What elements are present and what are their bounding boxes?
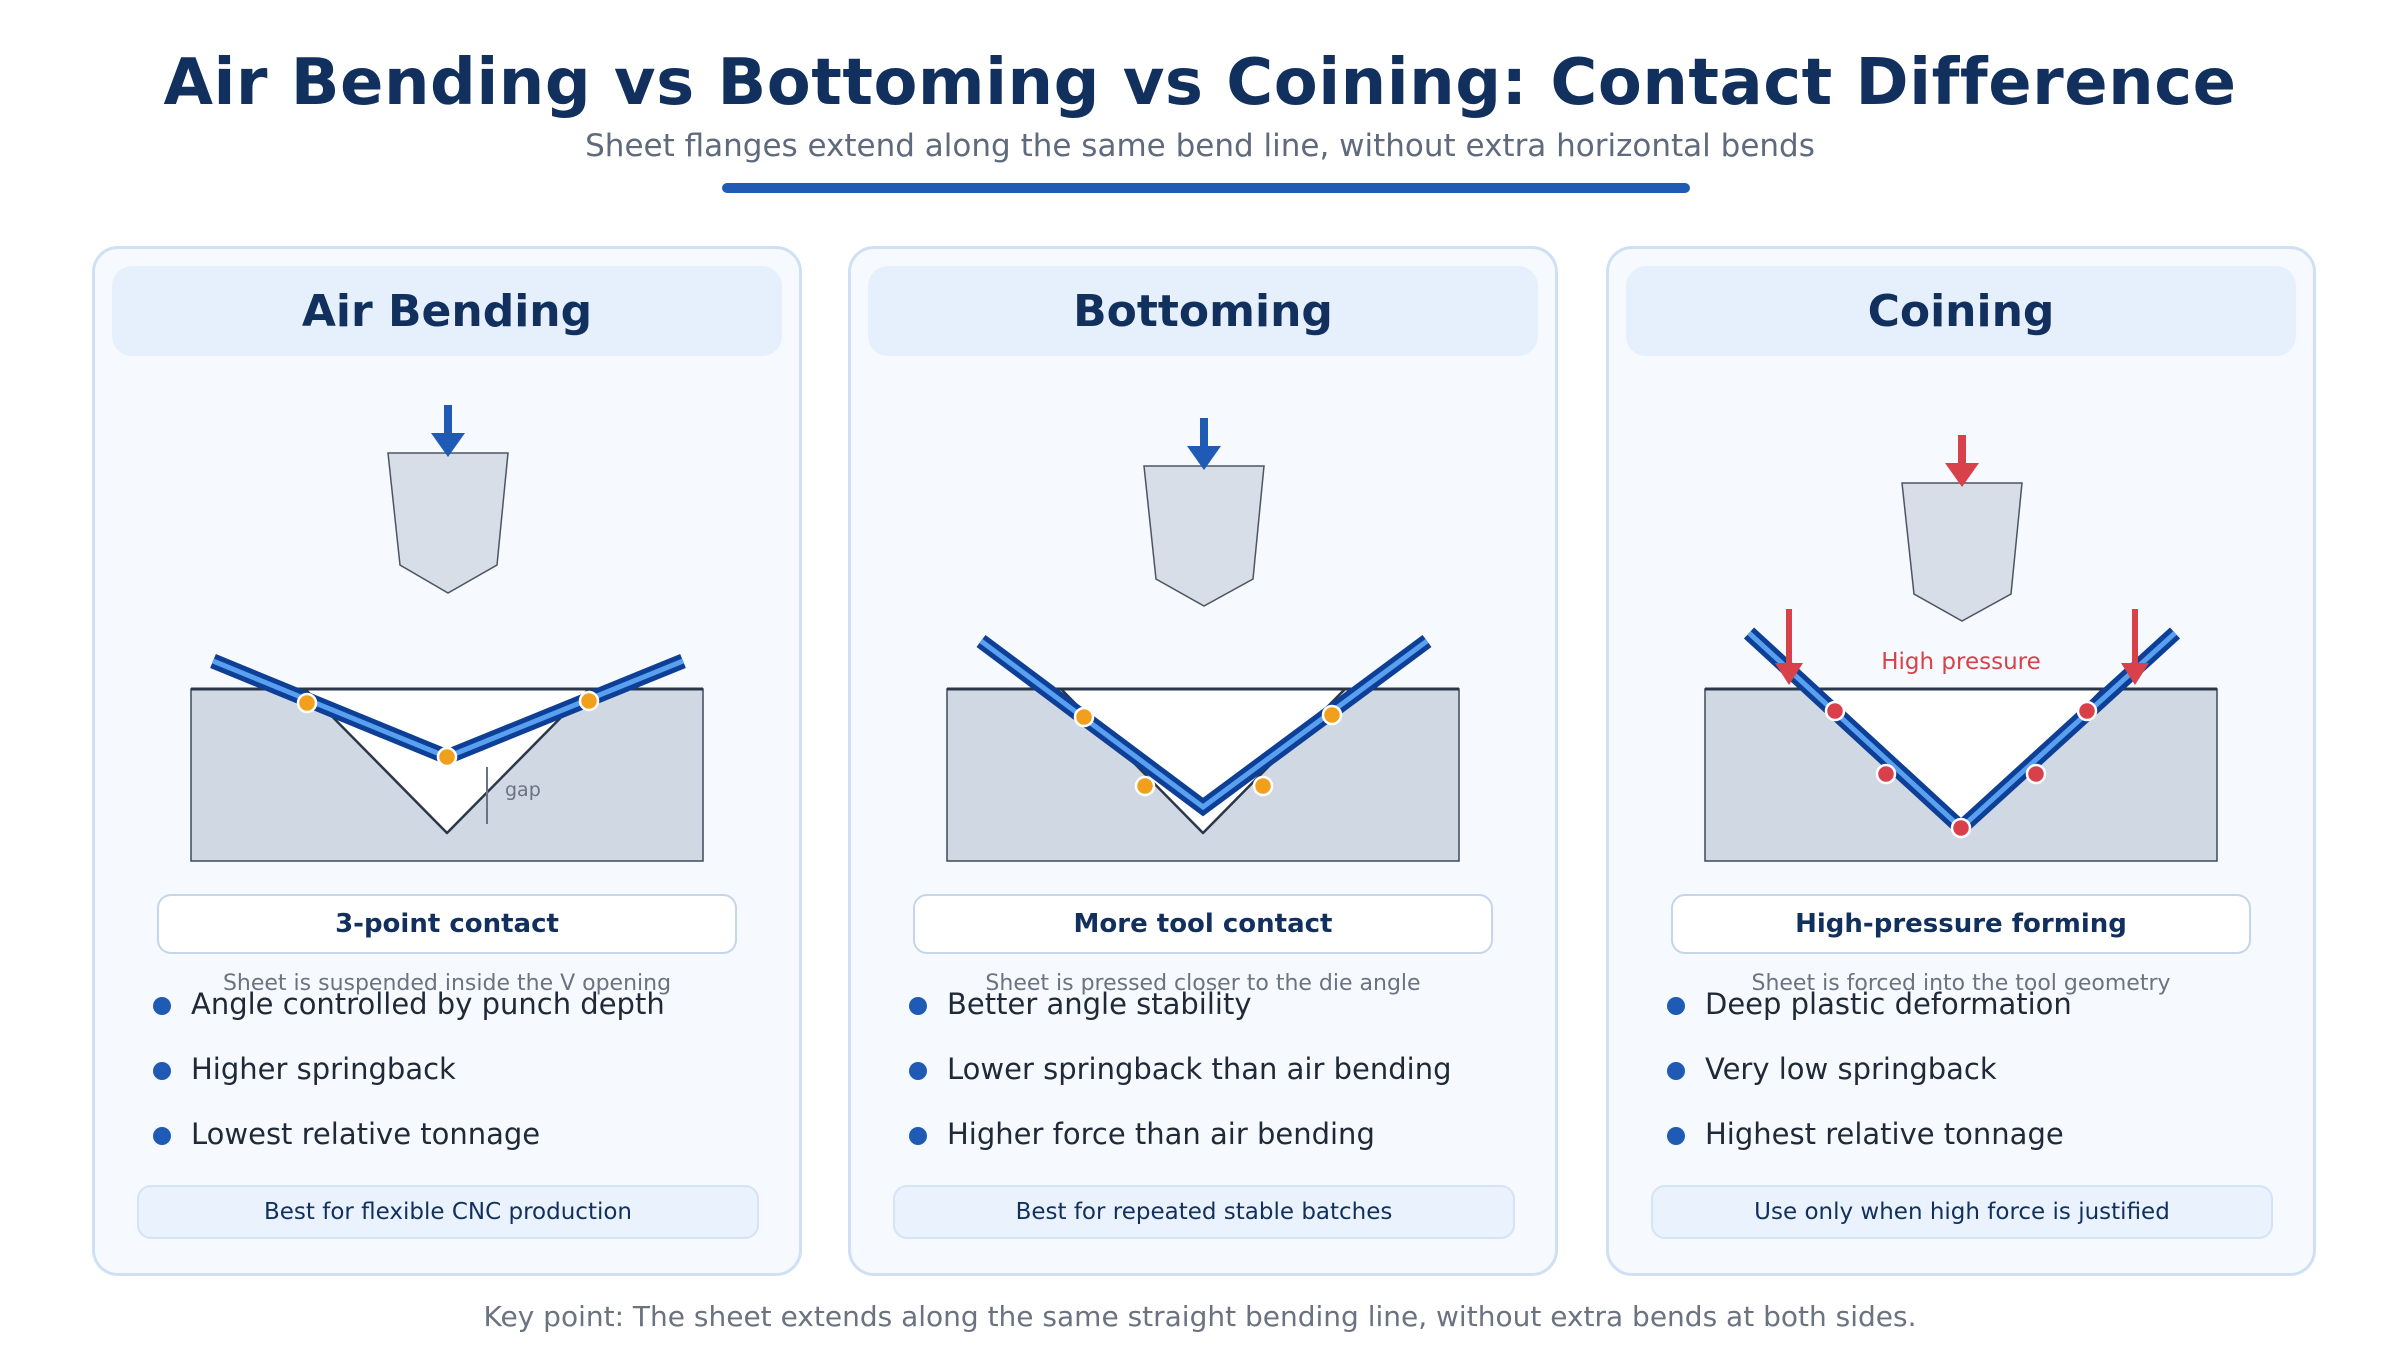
contact-point bbox=[1252, 775, 1274, 797]
bottoming-diagram bbox=[946, 418, 1460, 862]
pressure-point bbox=[2025, 763, 2047, 785]
best-for-note: Best for repeated stable batches bbox=[893, 1185, 1515, 1239]
bullet-dot-icon bbox=[1667, 1127, 1685, 1145]
contact-point bbox=[1073, 706, 1095, 728]
down-arrow-icon bbox=[1945, 435, 1979, 487]
page-title: Air Bending vs Bottoming vs Coining: Con… bbox=[163, 46, 2237, 120]
bullet-list: Angle controlled by punch depth Higher s… bbox=[153, 987, 665, 1182]
contact-point bbox=[1321, 704, 1343, 726]
list-item: Better angle stability bbox=[909, 987, 1451, 1052]
contact-type-label: 3-point contact bbox=[157, 894, 737, 954]
pressure-point bbox=[2076, 700, 2098, 722]
punch bbox=[387, 452, 509, 594]
footer-note: Key point: The sheet extends along the s… bbox=[483, 1300, 1917, 1333]
bullet-dot-icon bbox=[153, 1127, 171, 1145]
bullet-dot-icon bbox=[153, 1062, 171, 1080]
list-item: Higher springback bbox=[153, 1052, 665, 1117]
contact-point bbox=[1134, 775, 1156, 797]
air-bending-diagram: gap bbox=[190, 405, 704, 862]
card-title: Bottoming bbox=[868, 266, 1538, 356]
down-arrow-icon bbox=[1187, 418, 1221, 470]
bullet-dot-icon bbox=[909, 1062, 927, 1080]
bullet-dot-icon bbox=[909, 997, 927, 1015]
list-item: Angle controlled by punch depth bbox=[153, 987, 665, 1052]
card-description: Sheet is suspended inside the V opening bbox=[222, 971, 672, 996]
contact-point bbox=[436, 746, 458, 768]
contact-point bbox=[578, 690, 600, 712]
contact-point bbox=[296, 692, 318, 714]
card-air-bending: Air Bending gap 3-point contact Sheet is… bbox=[92, 246, 802, 1276]
card-description: Sheet is forced into the tool geometry bbox=[1751, 971, 2171, 996]
coining-diagram: High pressure bbox=[1704, 435, 2218, 862]
bullet-dot-icon bbox=[1667, 997, 1685, 1015]
bullet-list: Deep plastic deformation Very low spring… bbox=[1667, 987, 2072, 1182]
card-coining: Coining High pressure High-pressure form… bbox=[1606, 246, 2316, 1276]
bullet-dot-icon bbox=[153, 997, 171, 1015]
pressure-arrow-icon bbox=[2121, 609, 2149, 685]
sheet-highlight bbox=[979, 638, 1429, 811]
list-item: Lowest relative tonnage bbox=[153, 1117, 665, 1182]
card-bottoming: Bottoming More tool contact Sheet is pre… bbox=[848, 246, 1558, 1276]
bullet-list: Better angle stability Lower springback … bbox=[909, 987, 1451, 1182]
list-item: Lower springback than air bending bbox=[909, 1052, 1451, 1117]
pressure-point bbox=[1950, 817, 1972, 839]
punch bbox=[1901, 482, 2023, 622]
list-item: Higher force than air bending bbox=[909, 1117, 1451, 1182]
card-title: Coining bbox=[1626, 266, 2296, 356]
list-item: Very low springback bbox=[1667, 1052, 2072, 1117]
gap-label: gap bbox=[505, 779, 541, 801]
card-description: Sheet is pressed closer to the die angle bbox=[985, 971, 1421, 996]
bullet-dot-icon bbox=[909, 1127, 927, 1145]
list-item: Highest relative tonnage bbox=[1667, 1117, 2072, 1182]
pressure-arrow-icon bbox=[1775, 609, 1803, 685]
pressure-label: High pressure bbox=[1881, 649, 2041, 675]
best-for-note: Best for flexible CNC production bbox=[137, 1185, 759, 1239]
title-underline bbox=[722, 183, 1690, 193]
pressure-point bbox=[1875, 763, 1897, 785]
down-arrow-icon bbox=[431, 405, 465, 457]
card-title: Air Bending bbox=[112, 266, 782, 356]
list-item: Deep plastic deformation bbox=[1667, 987, 2072, 1052]
best-for-note: Use only when high force is justified bbox=[1651, 1185, 2273, 1239]
pressure-point bbox=[1824, 700, 1846, 722]
punch bbox=[1143, 465, 1265, 607]
contact-type-label: High-pressure forming bbox=[1671, 894, 2251, 954]
contact-type-label: More tool contact bbox=[913, 894, 1493, 954]
page-subtitle: Sheet flanges extend along the same bend… bbox=[585, 128, 1815, 164]
bullet-dot-icon bbox=[1667, 1062, 1685, 1080]
